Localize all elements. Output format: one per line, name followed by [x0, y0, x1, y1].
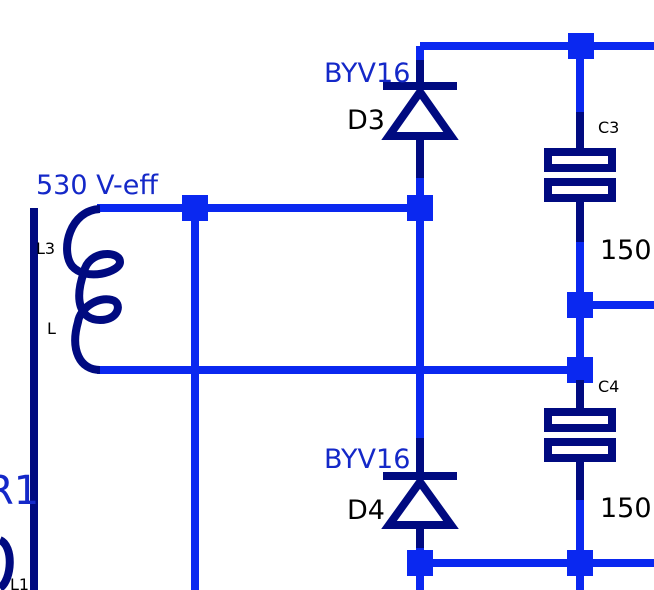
diode-d4-ref-label: D4 — [347, 495, 385, 526]
cap-c3-ref-label: C3 — [598, 118, 619, 137]
components — [0, 60, 616, 590]
junction-bottom-left — [407, 550, 433, 576]
coil-tag-top: L3 — [36, 239, 55, 258]
junction-diode-mid — [407, 195, 433, 221]
primary-coil-stub — [0, 536, 14, 590]
cap-c3-value-label: 150 — [600, 235, 652, 266]
cap-c4-plate-top — [544, 408, 616, 432]
transformer-coil — [63, 205, 125, 374]
diode-d3-triangle — [381, 85, 459, 140]
junctions — [182, 33, 594, 576]
cap-c4-ref-label: C4 — [598, 377, 619, 396]
junction-top-right — [568, 33, 594, 59]
transformer-ref-label: R1 — [0, 468, 39, 514]
voltage-label: 530 V-eff — [36, 170, 159, 201]
junction-bottom-right — [567, 550, 593, 576]
diode-d4-triangle — [381, 475, 459, 529]
diode-d3-ref-label: D3 — [347, 105, 385, 136]
junction-coil-bottom — [567, 357, 593, 383]
cap-c3-plate-top — [544, 148, 616, 172]
cap-c4-plate-bottom — [544, 438, 616, 462]
cap-c3-plate-bottom — [544, 178, 616, 202]
diode-d3-part-label: BYV16 — [324, 58, 410, 89]
diode-d4-part-label: BYV16 — [324, 444, 410, 475]
cap-c4-value-label: 150 — [600, 493, 652, 524]
junction-coil-top — [182, 195, 208, 221]
coil-tag-mid: L — [47, 319, 56, 338]
junction-cap-mid — [567, 292, 593, 318]
coil-tag-bottom: L1 — [10, 575, 29, 590]
